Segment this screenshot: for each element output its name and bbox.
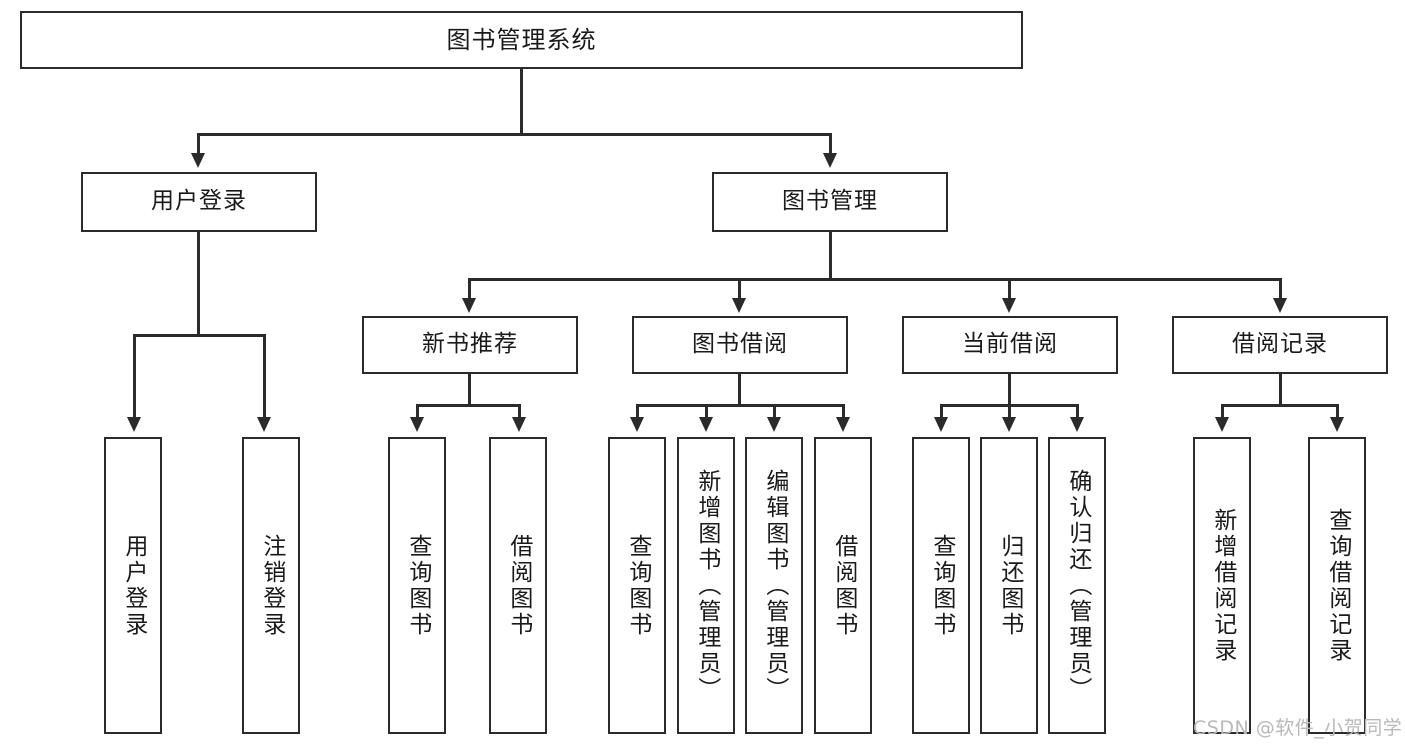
- leaf-book-borrow-borrow-book[interactable]: 借阅图书: [814, 437, 872, 734]
- connector-book-mgmt-bus: [469, 278, 1281, 281]
- connector-borrow-record-bus: [1222, 404, 1338, 407]
- connector-user-login-stem: [197, 232, 200, 336]
- connector-root-to-user-login: [197, 133, 200, 155]
- connector-book-mgmt-to-current-borrow: [1008, 278, 1011, 300]
- watermark-csdn: CSDN @软件_小贺同学: [1193, 717, 1403, 739]
- connector-current-borrow-leaf3: [1076, 404, 1079, 419]
- connector-root-stem: [520, 69, 523, 135]
- connector-book-borrow-leaf4: [842, 404, 845, 419]
- connector-new-book-stem: [468, 374, 471, 406]
- leaf-label: 编辑图书（管理员）: [761, 468, 788, 703]
- node-label: 当前借阅: [962, 331, 1058, 358]
- leaf-new-book-borrow-book[interactable]: 借阅图书: [489, 437, 547, 734]
- connector-book-mgmt-to-borrow-record: [1279, 278, 1282, 300]
- leaf-book-borrow-query-book[interactable]: 查询图书: [608, 437, 666, 734]
- connector-book-mgmt-stem: [829, 232, 832, 280]
- arrowhead-current-borrow-leaf2: [1002, 417, 1016, 432]
- leaf-label: 借阅图书: [505, 533, 532, 638]
- connector-user-login-leaf2: [263, 334, 266, 419]
- arrowhead-book-borrow-leaf1: [630, 417, 644, 432]
- connector-root-to-book-mgmt: [829, 133, 832, 155]
- arrowhead-book-borrow: [732, 298, 746, 313]
- arrowhead-user-login-leaf1: [127, 417, 141, 432]
- arrowhead-user-login-leaf2: [257, 417, 271, 432]
- arrowhead-borrow-record-leaf2: [1330, 417, 1344, 432]
- leaf-label: 新增借阅记录: [1209, 507, 1236, 664]
- node-label: 借阅记录: [1232, 331, 1328, 358]
- arrowhead-current-borrow-leaf3: [1070, 417, 1084, 432]
- leaf-label: 查询借阅记录: [1324, 507, 1351, 664]
- connector-new-book-leaf2: [518, 404, 521, 419]
- connector-user-login-leaf1: [133, 334, 136, 419]
- node-label: 图书管理系统: [446, 25, 597, 54]
- arrowhead-book-mgmt: [823, 153, 837, 168]
- node-label: 用户登录: [151, 188, 247, 215]
- connector-borrow-record-leaf2: [1336, 404, 1339, 419]
- arrowhead-user-login: [191, 153, 205, 168]
- connector-current-borrow-leaf1: [940, 404, 943, 419]
- leaf-current-borrow-query-book[interactable]: 查询图书: [912, 437, 970, 734]
- leaf-label: 查询图书: [624, 533, 651, 638]
- node-user-login[interactable]: 用户登录: [81, 172, 317, 232]
- leaf-current-borrow-confirm-return[interactable]: 确认归还（管理员）: [1048, 437, 1106, 734]
- leaf-label: 查询图书: [928, 533, 955, 638]
- connector-current-borrow-leaf2: [1008, 404, 1011, 419]
- connector-book-borrow-leaf2: [705, 404, 708, 419]
- node-root-system[interactable]: 图书管理系统: [20, 11, 1023, 69]
- connector-new-book-leaf1: [416, 404, 419, 419]
- arrowhead-borrow-record-leaf1: [1215, 417, 1229, 432]
- node-book-management[interactable]: 图书管理: [712, 172, 948, 232]
- leaf-book-borrow-edit-book[interactable]: 编辑图书（管理员）: [745, 437, 803, 734]
- connector-root-bus: [198, 133, 832, 136]
- arrowhead-current-borrow: [1002, 298, 1016, 313]
- connector-borrow-record-leaf1: [1221, 404, 1224, 419]
- connector-book-mgmt-to-new-book: [468, 278, 471, 300]
- node-current-borrow[interactable]: 当前借阅: [902, 316, 1118, 374]
- node-new-book-recommend[interactable]: 新书推荐: [362, 316, 578, 374]
- connector-book-borrow-leaf1: [636, 404, 639, 419]
- connector-book-borrow-bus: [637, 404, 844, 407]
- leaf-user-login-login[interactable]: 用户登录: [104, 437, 162, 734]
- arrowhead-book-borrow-leaf2: [699, 417, 713, 432]
- connector-borrow-record-stem: [1279, 374, 1282, 406]
- connector-new-book-bus: [417, 404, 520, 407]
- arrowhead-book-borrow-leaf3: [767, 417, 781, 432]
- leaf-user-login-logout[interactable]: 注销登录: [242, 437, 300, 734]
- leaf-label: 新增图书（管理员）: [693, 468, 720, 703]
- connector-book-mgmt-to-book-borrow: [738, 278, 741, 300]
- connector-book-borrow-leaf3: [773, 404, 776, 419]
- node-label: 图书管理: [782, 188, 878, 215]
- leaf-borrow-record-query-record[interactable]: 查询借阅记录: [1308, 437, 1366, 734]
- leaf-label: 归还图书: [996, 533, 1023, 638]
- arrowhead-new-book-leaf2: [512, 417, 526, 432]
- arrowhead-new-book-leaf1: [410, 417, 424, 432]
- leaf-label: 查询图书: [404, 533, 431, 638]
- leaf-book-borrow-add-book[interactable]: 新增图书（管理员）: [677, 437, 735, 734]
- node-book-borrow[interactable]: 图书借阅: [632, 316, 848, 374]
- leaf-new-book-query-book[interactable]: 查询图书: [388, 437, 446, 734]
- connector-current-borrow-stem: [1008, 374, 1011, 406]
- arrowhead-book-borrow-leaf4: [836, 417, 850, 432]
- leaf-label: 确认归还（管理员）: [1064, 468, 1091, 703]
- leaf-label: 用户登录: [120, 533, 147, 638]
- arrowhead-borrow-record: [1273, 298, 1287, 313]
- arrowhead-new-book: [462, 298, 476, 313]
- leaf-label: 注销登录: [258, 533, 285, 638]
- node-label: 新书推荐: [422, 331, 518, 358]
- leaf-current-borrow-return-book[interactable]: 归还图书: [980, 437, 1038, 734]
- node-borrow-record[interactable]: 借阅记录: [1172, 316, 1388, 374]
- node-label: 图书借阅: [692, 331, 788, 358]
- connector-book-borrow-stem: [738, 374, 741, 406]
- arrowhead-current-borrow-leaf1: [934, 417, 948, 432]
- leaf-label: 借阅图书: [830, 533, 857, 638]
- leaf-borrow-record-add-record[interactable]: 新增借阅记录: [1193, 437, 1251, 734]
- connector-user-login-bus: [134, 334, 264, 337]
